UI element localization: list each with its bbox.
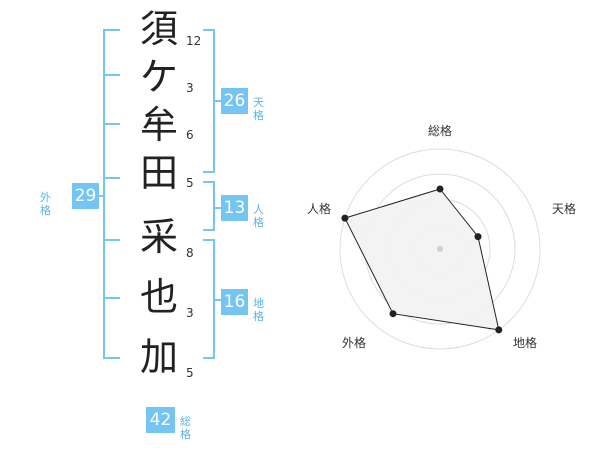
radar-axis-label-tenkaku: 天格 bbox=[551, 202, 576, 216]
radar-point-2 bbox=[474, 233, 482, 241]
stroke-count-6: 3 bbox=[186, 306, 194, 320]
soukaku-value: 42 bbox=[146, 407, 175, 433]
jinkaku-label: 人格 bbox=[253, 203, 264, 229]
name-char-2: ケ bbox=[139, 55, 178, 99]
name-char-5: 采 bbox=[139, 215, 178, 259]
jinkaku-bracket bbox=[203, 181, 215, 231]
radar-point-1 bbox=[436, 185, 444, 193]
radar-axis-label-chikaku: 地格 bbox=[512, 336, 537, 350]
stroke-count-5: 8 bbox=[186, 246, 194, 260]
soukaku-label: 総格 bbox=[180, 415, 191, 441]
tenkaku-value: 26 bbox=[221, 88, 248, 114]
radar-point-5 bbox=[341, 214, 349, 222]
gaikaku-label: 外格 bbox=[40, 191, 51, 217]
name-char-4: 田 bbox=[139, 151, 178, 195]
radar-ring bbox=[339, 148, 541, 350]
radar-point-4 bbox=[389, 310, 397, 318]
radar-axis-label-jinkaku: 人格 bbox=[306, 202, 331, 216]
radar-point-3 bbox=[495, 326, 503, 334]
radar-center-dot bbox=[437, 246, 443, 252]
gaikaku-bracket bbox=[103, 29, 120, 359]
stroke-count-1: 12 bbox=[186, 34, 202, 48]
stroke-count-4: 5 bbox=[186, 176, 194, 190]
tenkaku-label: 天格 bbox=[253, 96, 264, 122]
radar-axis-label-soukaku: 総格 bbox=[427, 124, 452, 138]
chikaku-value: 16 bbox=[221, 289, 248, 315]
stroke-count-2: 3 bbox=[186, 81, 194, 95]
name-char-1: 須 bbox=[139, 7, 178, 51]
jinkaku-value: 13 bbox=[221, 195, 248, 221]
gaikaku-value: 29 bbox=[72, 183, 99, 209]
stroke-count-3: 6 bbox=[186, 128, 194, 142]
radar-axis-label-gaikaku: 外格 bbox=[341, 336, 366, 350]
radar-series-polygon bbox=[344, 188, 500, 331]
chikaku-label: 地格 bbox=[253, 297, 264, 323]
name-char-7: 加 bbox=[139, 335, 178, 379]
stroke-count-7: 5 bbox=[186, 366, 194, 380]
name-char-6: 也 bbox=[139, 275, 178, 319]
name-char-3: 牟 bbox=[139, 103, 178, 147]
